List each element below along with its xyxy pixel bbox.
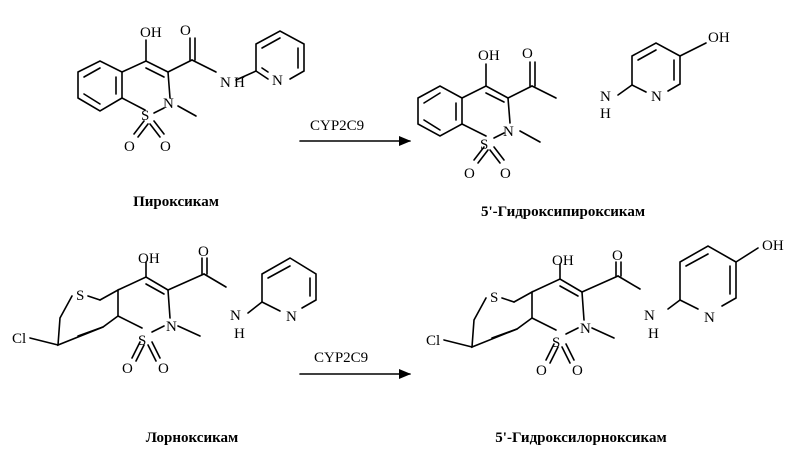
lornoxicam-s-label: S: [138, 333, 146, 349]
hl-thiophene-s-label: S: [490, 290, 498, 306]
lornoxicam-structure: S Cl OH O N H N N S O O: [12, 244, 317, 377]
piroxicam-pyridine-n-label: N: [272, 73, 283, 89]
hp-o2-label: O: [500, 166, 511, 182]
hl-ring-n-label: N: [580, 321, 591, 337]
hp-5-oh-label: OH: [708, 30, 730, 46]
hl-oh-label: OH: [552, 253, 574, 269]
hl-o2-label: O: [572, 363, 583, 379]
product-name-hydroxylornoxicam: 5'-Гидроксилорноксикам: [495, 430, 666, 446]
hp-o-label: O: [522, 46, 533, 62]
piroxicam-h-label: H: [234, 75, 245, 91]
hl-s-label: S: [552, 335, 560, 351]
substrate-name-lornoxicam: Лорноксикам: [146, 430, 239, 446]
lornoxicam-n-label: N: [230, 308, 241, 324]
piroxicam-o2-label: O: [160, 139, 171, 155]
piroxicam-ring-n-label: N: [163, 96, 174, 112]
lornoxicam-thiophene-s-label: S: [76, 288, 84, 304]
hl-h-label: H: [648, 326, 659, 342]
lornoxicam-oh-label: OH: [138, 251, 160, 267]
piroxicam-n-label: N: [220, 75, 231, 91]
hl-o-label: O: [612, 248, 623, 264]
hl-o1-label: O: [536, 363, 547, 379]
hl-n-label: N: [644, 308, 655, 324]
hp-pyridine-n-label: N: [651, 89, 662, 105]
hydroxylornoxicam-structure: S Cl OH O N H N OH N S O O: [426, 238, 784, 379]
hp-ring-n-label: N: [503, 124, 514, 140]
piroxicam-structure: OH O N H N N S O O: [77, 23, 305, 155]
lornoxicam-ring-n-label: N: [166, 319, 177, 335]
hp-oh-label: OH: [478, 48, 500, 64]
lornoxicam-o1-label: O: [122, 361, 133, 377]
piroxicam-o1-label: O: [124, 139, 135, 155]
piroxicam-s-label: S: [141, 108, 149, 124]
enzyme-label-2: CYP2C9: [314, 350, 368, 366]
hp-n-label: N: [600, 89, 611, 105]
product-name-hydroxypiroxicam: 5'-Гидроксипироксикам: [481, 204, 645, 220]
lornoxicam-o2-label: O: [158, 361, 169, 377]
lornoxicam-o-label: O: [198, 244, 209, 260]
hl-pyridine-n-label: N: [704, 310, 715, 326]
substrate-name-piroxicam: Пироксикам: [133, 194, 219, 210]
hp-h-label: H: [600, 106, 611, 122]
lornoxicam-pyridine-n-label: N: [286, 309, 297, 325]
hl-5-oh-label: OH: [762, 238, 784, 254]
hp-s-label: S: [480, 137, 488, 153]
piroxicam-oh-label: OH: [140, 25, 162, 41]
piroxicam-o-label: O: [180, 23, 191, 39]
hl-cl-label: Cl: [426, 333, 440, 349]
lornoxicam-h-label: H: [234, 326, 245, 342]
hydroxypiroxicam-structure: OH O N H N OH N S O O: [417, 30, 730, 182]
lornoxicam-cl-label: Cl: [12, 331, 26, 347]
hp-o1-label: O: [464, 166, 475, 182]
enzyme-label-1: CYP2C9: [310, 118, 364, 134]
